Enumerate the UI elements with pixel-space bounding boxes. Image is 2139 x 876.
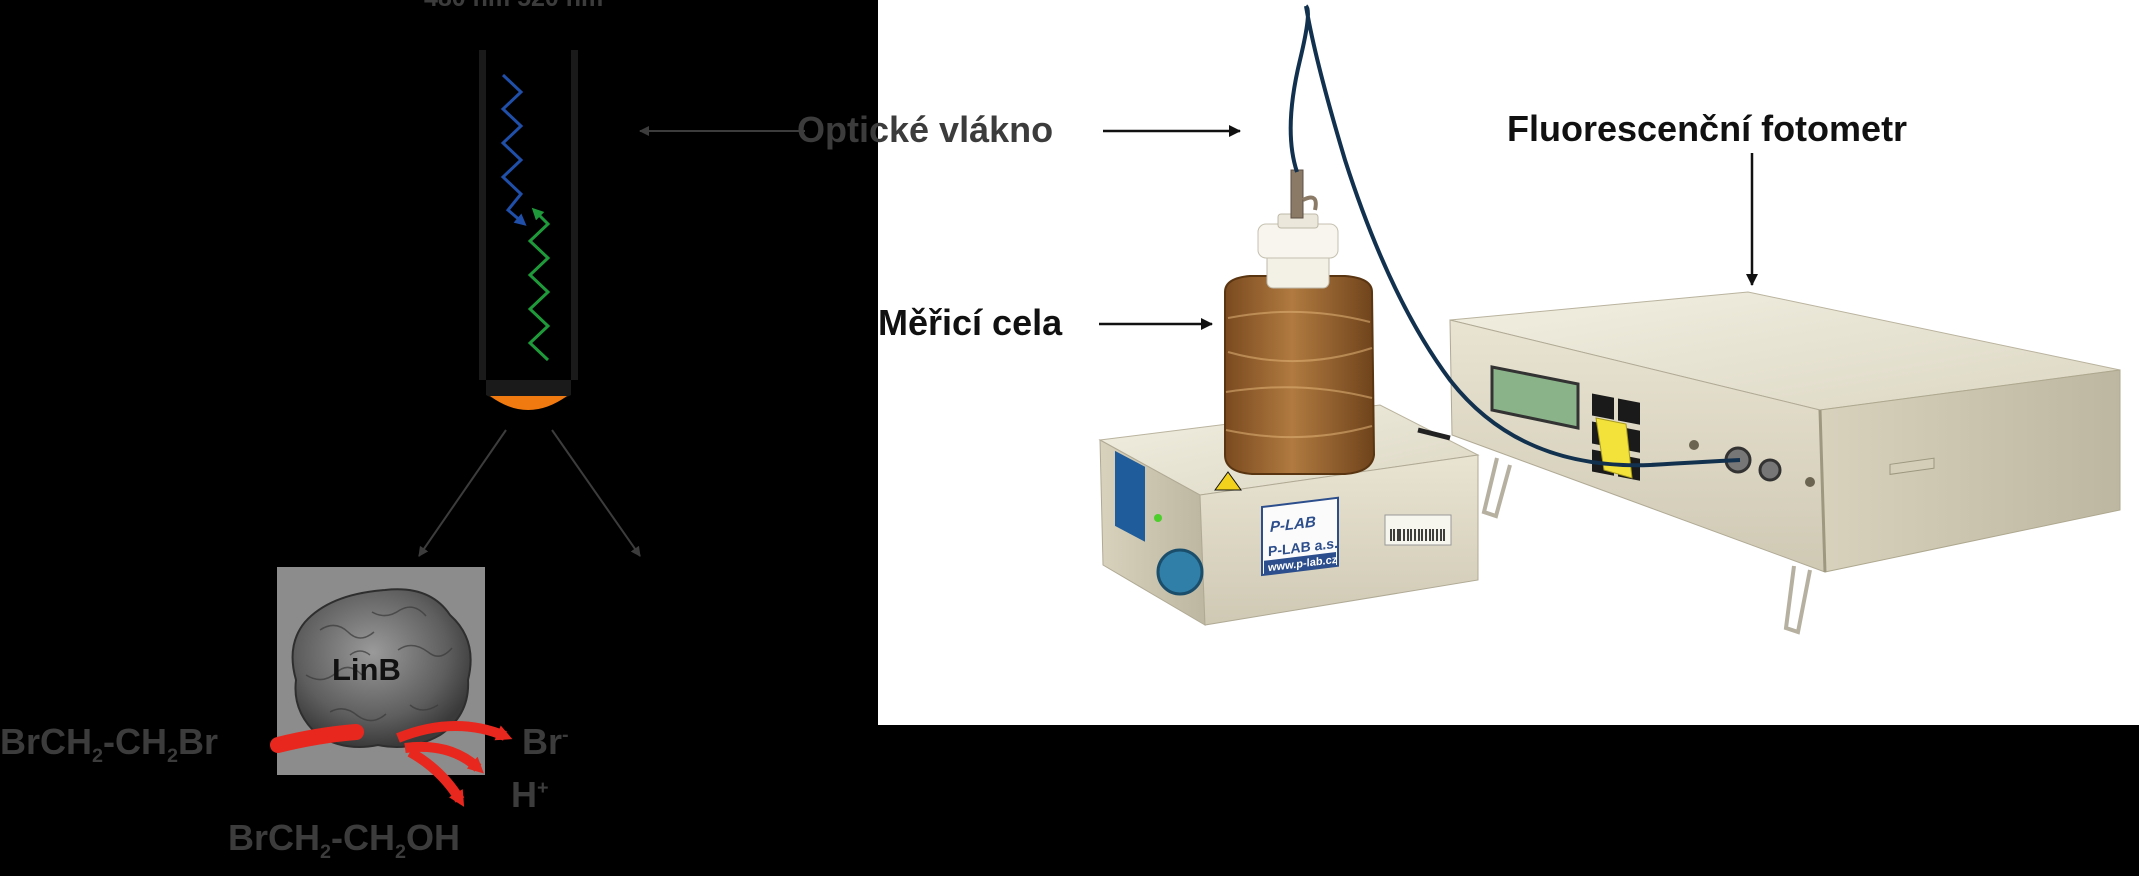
probe-wall-left bbox=[479, 50, 486, 380]
product-label: BrCH2-CH2OH bbox=[228, 817, 461, 864]
substrate-label: BrCH2-CH2Br bbox=[0, 721, 219, 768]
sensor-tip bbox=[490, 396, 567, 410]
measuring-cell-label: Měřicí cela bbox=[878, 302, 1063, 343]
proton-label: H+ bbox=[511, 774, 549, 815]
protein-surface bbox=[291, 588, 472, 748]
enzyme-label: LinB bbox=[332, 652, 401, 687]
product-arrow bbox=[407, 747, 465, 807]
proton-arrow bbox=[404, 741, 484, 774]
tip-arrow-right bbox=[551, 429, 641, 557]
wavelength-label: 480 nm 520 nm bbox=[424, 0, 603, 11]
fluorometer-device bbox=[1449, 291, 2121, 635]
fiber-probe-schematic bbox=[418, 50, 805, 557]
emission-light-wave bbox=[527, 207, 551, 362]
probe-wall-right bbox=[571, 50, 578, 380]
stirrer-knob bbox=[1156, 548, 1204, 596]
magnetic-stirrer: P-LAB P-LAB a.s. www.p-lab.cz bbox=[1098, 404, 1480, 626]
tip-arrow-left bbox=[418, 429, 507, 557]
optical-fiber-label: Optické vlákno bbox=[797, 109, 1054, 150]
barcode-label bbox=[1384, 514, 1452, 546]
measuring-cell-vessel bbox=[1224, 169, 1376, 475]
excitation-light-wave bbox=[500, 73, 527, 226]
substrate-arrow bbox=[270, 724, 364, 753]
enzyme-linb bbox=[270, 567, 513, 807]
stirrer-led bbox=[1154, 514, 1162, 522]
fluorometer-label: Fluorescenční fotometr bbox=[1507, 108, 1908, 149]
bromide-label: Br- bbox=[522, 721, 569, 762]
bromide-arrow bbox=[396, 721, 513, 743]
stirrer-brand: P-LAB bbox=[1270, 513, 1316, 536]
optical-fiber-cable bbox=[1288, 4, 1741, 468]
fluorometer-display bbox=[1490, 365, 1580, 430]
